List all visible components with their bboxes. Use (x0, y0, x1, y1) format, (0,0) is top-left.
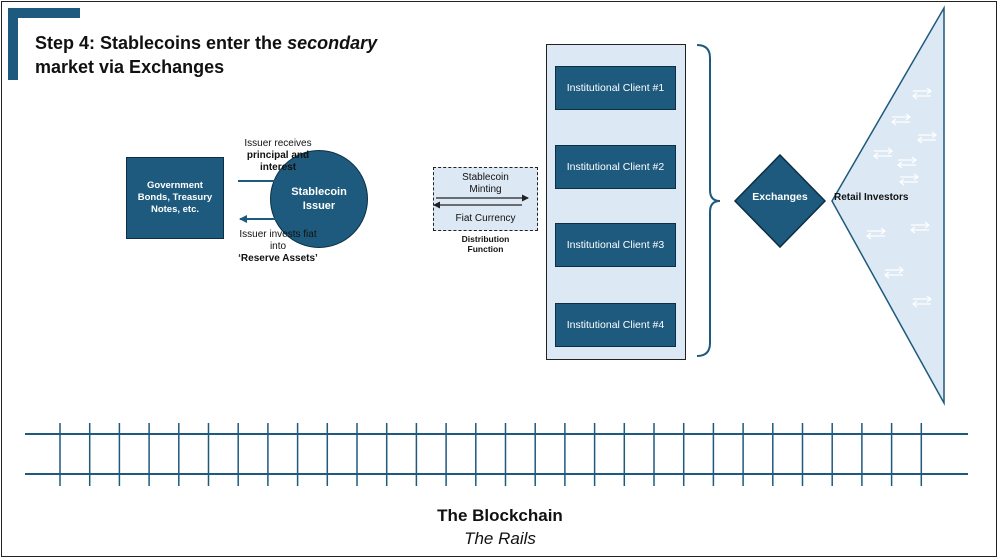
distribution-caption: Distribution Function (443, 234, 528, 254)
bottom-arrow-label-plain: Issuer invests fiat into (239, 229, 317, 252)
distribution-caption-text: Distribution Function (461, 234, 510, 254)
title-prefix: Step 4: Stablecoins enter the (35, 33, 288, 53)
stablecoin-issuer-label: Stablecoin Issuer (291, 186, 347, 212)
retail-investors-label: Retail Investors (834, 192, 909, 203)
retail-trade-arrows (866, 87, 937, 308)
stablecoin-issuer-circle: Stablecoin Issuer (270, 150, 368, 248)
government-bonds-box: Government Bonds, Treasury Notes, etc. (126, 157, 224, 239)
client-label: Institutional Client #1 (566, 82, 665, 94)
distribution-function-box (433, 167, 538, 231)
blockchain-title: The Blockchain (437, 506, 563, 525)
minting-text: Stablecoin Minting (462, 172, 509, 195)
retail-investors-triangle (831, 5, 945, 406)
institutional-client-box: Institutional Client #3 (555, 223, 676, 267)
client-label: Institutional Client #4 (566, 319, 665, 331)
institutional-client-box: Institutional Client #2 (555, 145, 676, 189)
blockchain-subtitle: The Rails (464, 529, 536, 548)
clients-brace (696, 44, 721, 357)
top-arrow-label-plain: Issuer receives (244, 138, 312, 149)
slide-title: Step 4: Stablecoins enter the secondary … (35, 31, 377, 79)
top-arrow-label: Issuer receives principal and interest (232, 138, 324, 174)
fiat-currency-label: Fiat Currency (443, 213, 528, 225)
top-arrow-label-bold: principal and interest (246, 150, 310, 173)
institutional-client-box: Institutional Client #1 (555, 66, 676, 110)
bottom-arrow-label-bold: ‘Reserve Assets’ (238, 253, 318, 264)
bottom-arrow-label: Issuer invests fiat into ‘Reserve Assets… (230, 229, 326, 265)
exchanges-diamond (733, 153, 827, 249)
government-bonds-label: Government Bonds, Treasury Notes, etc. (137, 180, 213, 215)
blockchain-rails (25, 423, 968, 486)
client-label: Institutional Client #3 (566, 239, 665, 251)
minting-label: Stablecoin Minting (443, 172, 528, 196)
client-label: Institutional Client #2 (566, 161, 665, 173)
fiat-currency-text: Fiat Currency (455, 213, 516, 224)
title-line2: market via Exchanges (35, 57, 225, 77)
title-emphasis: secondary (287, 33, 378, 53)
title-corner-mark (8, 8, 80, 80)
institutional-client-box: Institutional Client #4 (555, 303, 676, 347)
exchanges-label: Exchanges (752, 191, 808, 203)
